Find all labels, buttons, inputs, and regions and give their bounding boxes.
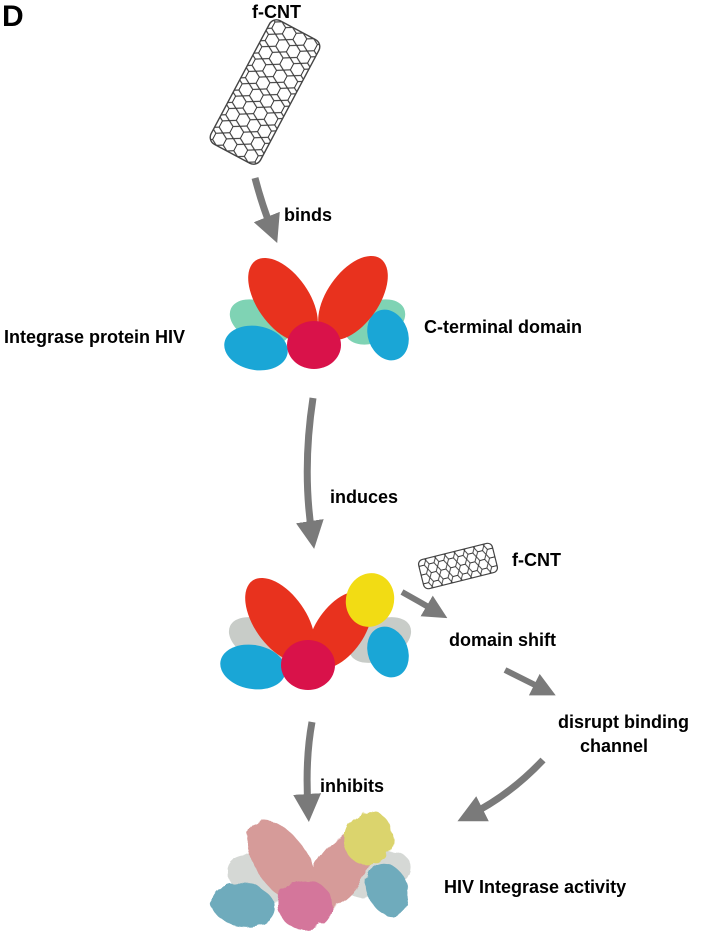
arrow-icon (293, 721, 322, 822)
c-terminal-label: C-terminal domain (424, 317, 583, 337)
carbon-nanotube-icon (209, 19, 321, 165)
panel-letter: D (2, 0, 24, 33)
integrase-activity-label: HIV Integrase activity (444, 877, 627, 897)
induces-label: induces (330, 487, 399, 507)
fcnt-top-label: f-CNT (252, 2, 301, 22)
integrase-protein-icon (211, 811, 411, 930)
inhibits-label: inhibits (320, 776, 384, 796)
fcnt-side-label: f-CNT (512, 550, 561, 570)
disrupt-label-line1: disrupt binding (558, 712, 689, 732)
integrase-protein-label: Integrase protein HIV (4, 327, 186, 347)
arrow-icon (400, 589, 448, 619)
integrase-protein-icon (220, 573, 412, 690)
integrase-protein-icon (224, 255, 409, 371)
disrupt-label-line2: channel (580, 736, 649, 756)
arrow-icon (251, 177, 280, 243)
binds-label: binds (284, 205, 332, 225)
arrow-icon (296, 397, 324, 549)
carbon-nanotube-icon (417, 542, 499, 590)
domain-shift-label: domain shift (449, 630, 556, 650)
arrow-icon (457, 757, 546, 822)
arrow-icon (503, 667, 556, 696)
